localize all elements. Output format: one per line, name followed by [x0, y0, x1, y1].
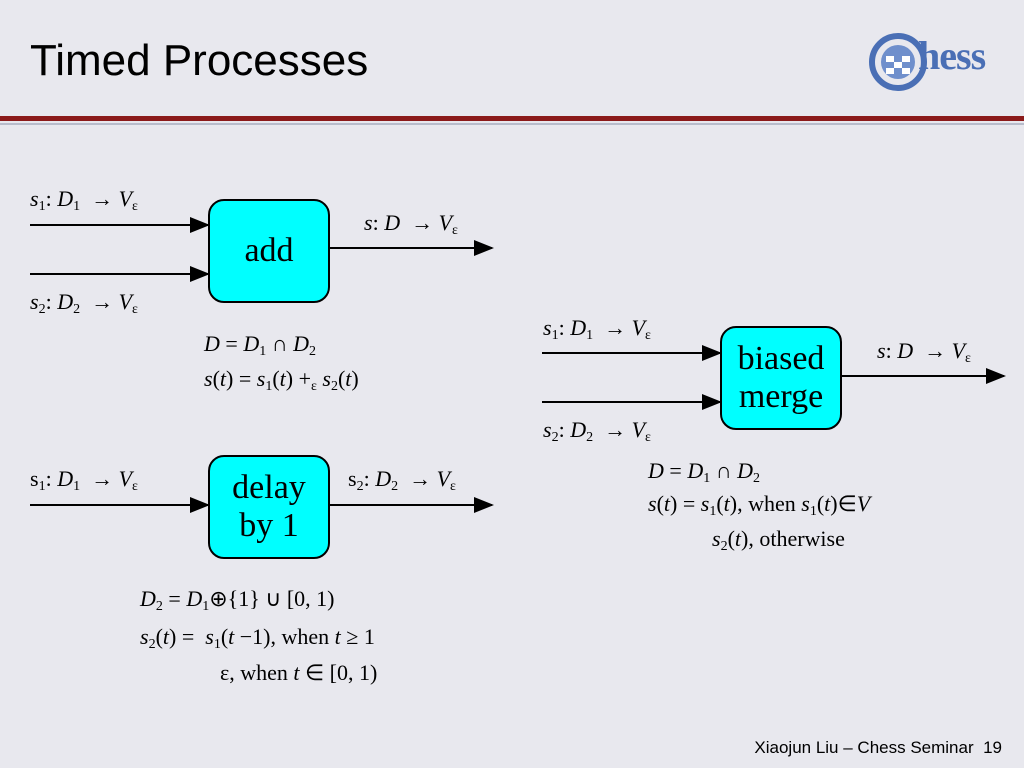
- merge-domain-formula: D = D1 ∩ D2: [648, 458, 760, 486]
- delay-process-box: delay by 1: [208, 455, 330, 559]
- add-output-signature: s: D → Vε: [364, 210, 458, 238]
- title-rule: [0, 116, 1024, 121]
- delay-output-signature: s2: D2 → Vε: [348, 466, 456, 494]
- chess-logo: [869, 33, 927, 91]
- merge-box-label-1: biased: [737, 340, 825, 377]
- delay-signal-formula-1: s2(t) = s1(t −1), when t ≥ 1: [140, 624, 375, 652]
- merge-output-signature: s: D → Vε: [877, 338, 971, 366]
- delay-domain-formula: D2 = D1⊕{1} ∪ [0, 1): [140, 586, 335, 614]
- delay-box-label-2: by 1: [239, 507, 299, 544]
- merge-process-box: biased merge: [720, 326, 842, 430]
- add-signal-formula: s(t) = s1(t) +ε s2(t): [204, 366, 359, 394]
- merge-input-1-signature: s1: D1 → Vε: [543, 315, 651, 343]
- slide-footer: Xiaojun Liu – Chess Seminar 19: [754, 738, 1002, 758]
- logo-wordmark: hess: [918, 33, 986, 78]
- merge-signal-formula-2: s2(t), otherwise: [712, 526, 845, 554]
- slide-title: Timed Processes: [30, 36, 369, 85]
- page-number: 19: [983, 738, 1002, 757]
- add-process-box: add: [208, 199, 330, 303]
- delay-box-label-1: delay: [232, 469, 306, 506]
- add-domain-formula: D = D1 ∩ D2: [204, 331, 316, 359]
- title-rule-accent: [0, 123, 1024, 125]
- footer-author: Xiaojun Liu – Chess Seminar: [754, 738, 974, 757]
- add-input-1-signature: s1: D1 → Vε: [30, 186, 138, 214]
- delay-signal-formula-2: ε, when t ∈ [0, 1): [220, 660, 378, 685]
- add-input-2-signature: s2: D2 → Vε: [30, 289, 138, 317]
- delay-input-signature: s1: D1 → Vε: [30, 466, 138, 494]
- merge-box-label-2: merge: [738, 378, 824, 415]
- add-box-label: add: [244, 232, 294, 269]
- merge-signal-formula-1: s(t) = s1(t), when s1(t)∈V: [648, 491, 871, 519]
- merge-input-2-signature: s2: D2 → Vε: [543, 417, 651, 445]
